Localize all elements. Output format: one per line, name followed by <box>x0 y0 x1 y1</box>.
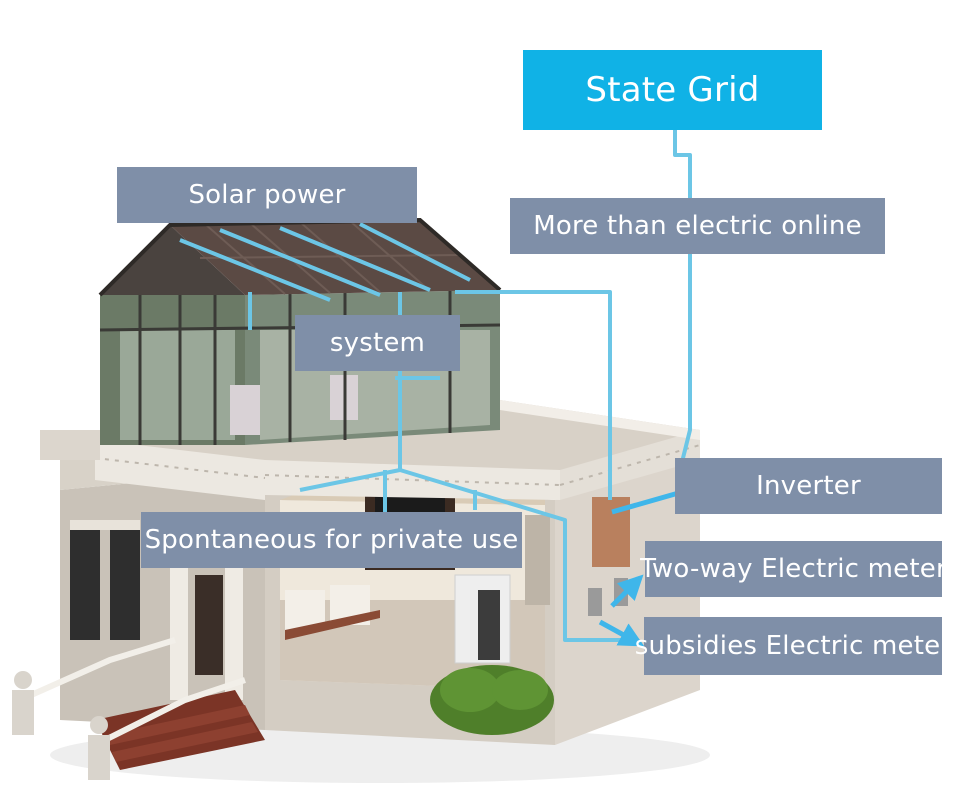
solar-power-label: Solar power <box>117 167 417 223</box>
more-than-electric-online-text: More than electric online <box>533 211 862 241</box>
state-grid-text: State Grid <box>585 70 760 110</box>
terrace <box>40 400 701 500</box>
spontaneous-label: Spontaneous for private use <box>141 512 522 568</box>
inverter-label: Inverter <box>675 458 942 514</box>
two-way-meter-label: Two-way Electric meter <box>640 541 947 597</box>
two-way-meter-text: Two-way Electric meter <box>640 554 947 584</box>
system-text: system <box>329 328 426 358</box>
arrow-to-subsidies-meter <box>598 619 645 647</box>
subsidies-meter-label: subsidies Electric meter <box>635 617 951 675</box>
spontaneous-text: Spontaneous for private use <box>144 525 519 555</box>
state-grid-label: State Grid <box>523 50 822 130</box>
flow-lines <box>179 130 692 642</box>
main-block <box>265 460 700 745</box>
inverter-text: Inverter <box>756 471 861 501</box>
more-than-electric-online-label: More than electric online <box>510 198 885 254</box>
solar-power-text: Solar power <box>188 180 346 210</box>
system-label: system <box>295 315 460 371</box>
subsidies-meter-text: subsidies Electric meter <box>634 631 952 661</box>
arrow-to-two-way-meter <box>610 574 644 608</box>
